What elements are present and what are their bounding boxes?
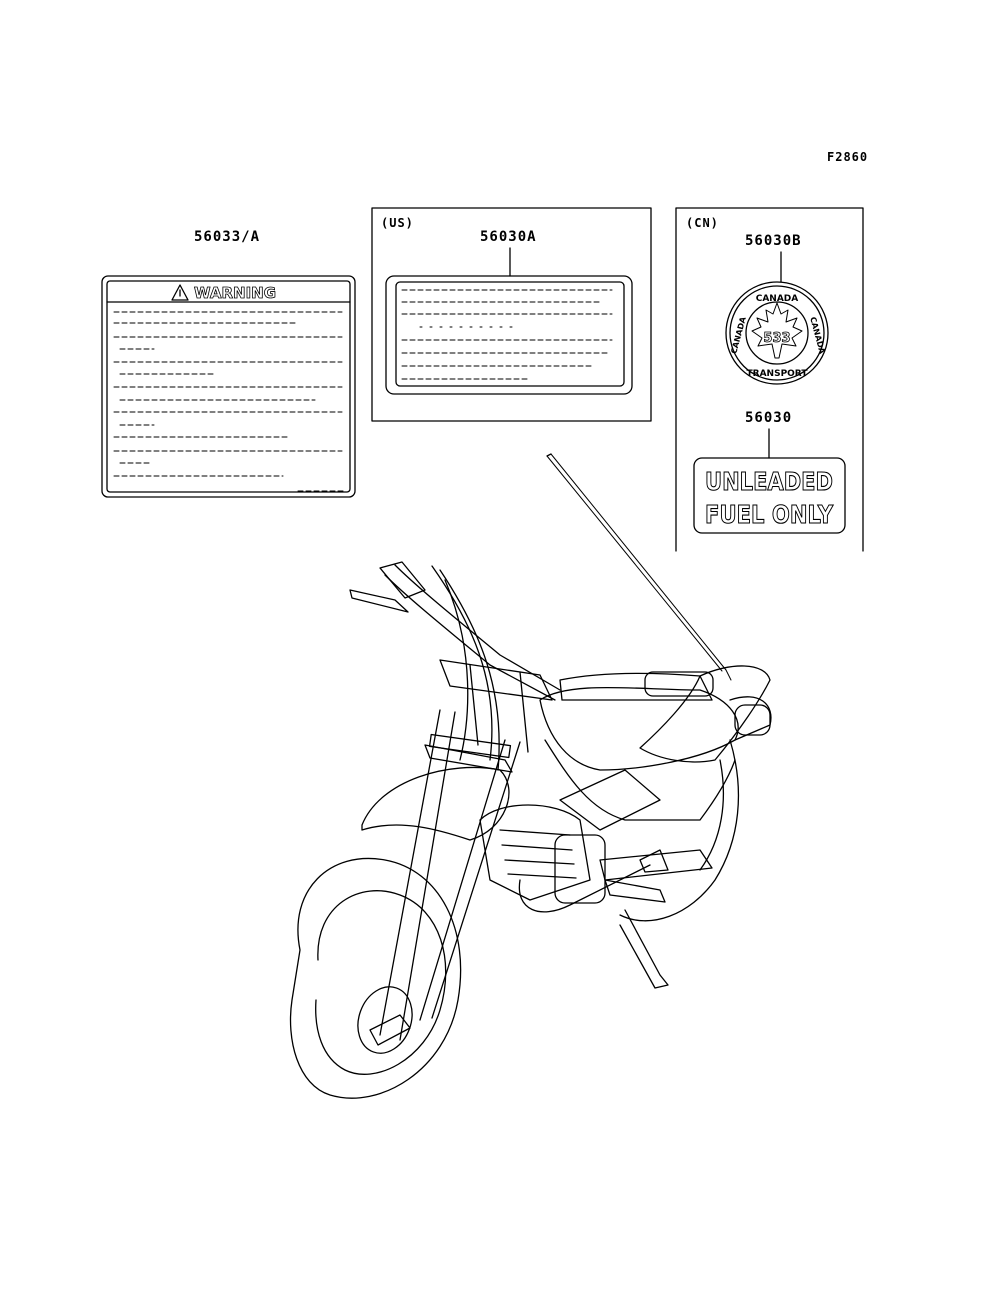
motorcycle-illustration bbox=[289, 561, 772, 1099]
warning-triangle-icon bbox=[171, 284, 189, 301]
canada-transport-seal bbox=[725, 281, 829, 385]
warning-label-part-number: 56033/A bbox=[194, 229, 261, 245]
maple-leaf-icon bbox=[751, 302, 803, 359]
canada-seal-part-number: 56030B bbox=[745, 233, 802, 249]
us-label-frame bbox=[371, 207, 652, 422]
fuel-label-part-number: 56030 bbox=[745, 410, 793, 426]
seat-leader-line bbox=[546, 453, 732, 681]
unleaded-fuel-label bbox=[693, 457, 846, 534]
us-label-part-number: 56030A bbox=[480, 229, 537, 245]
warning-label bbox=[101, 275, 356, 498]
canada-seal-number: 533 bbox=[763, 331, 790, 346]
canada-seal-top-text: CANADA bbox=[756, 294, 799, 304]
fuel-label-line2: FUEL ONLY bbox=[705, 500, 834, 529]
canada-seal-bottom-text: TRANSPORT bbox=[747, 369, 809, 379]
warning-title: WARNING bbox=[194, 284, 276, 302]
diagram-code: F2860 bbox=[827, 150, 869, 164]
cn-label-frame bbox=[675, 207, 864, 552]
us-region-tag: (US) bbox=[381, 216, 414, 230]
fuel-label-line1: UNLEADED bbox=[705, 467, 833, 496]
us-info-label bbox=[385, 275, 633, 395]
cn-region-tag: (CN) bbox=[686, 216, 719, 230]
